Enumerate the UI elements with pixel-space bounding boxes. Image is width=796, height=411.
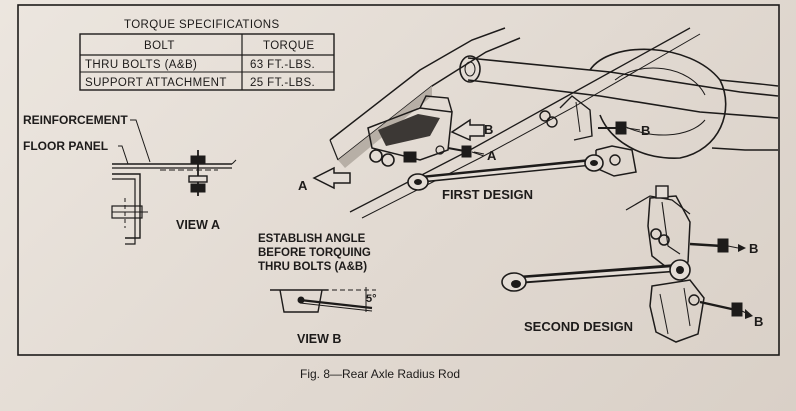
torque-table-title: TORQUE SPECIFICATIONS [124,19,280,31]
view-a-label: VIEW A [176,218,220,232]
second-design-label: SECOND DESIGN [524,319,633,334]
arrow-b-lower-icon [745,309,753,319]
callout-a-arrow: A [298,178,308,193]
row-1-bolt: THRU BOLTS (A&B) [85,59,197,71]
radius-rod-second-design [501,259,691,292]
figure-border [17,4,780,356]
first-design-label: FIRST DESIGN [442,187,533,202]
view-b-instruction-line-2: BEFORE TORQUING [258,247,371,259]
first-design-callouts: A B A B FIRST DESIGN [298,118,650,202]
callout-b-second-upper: B [749,241,758,256]
figure-caption: Fig. 8—Rear Axle Radius Rod [300,367,460,381]
callout-b-second-lower: B [754,314,763,329]
view-a-illustration: REINFORCEMENT FLOOR PANEL VIEW A [23,113,237,245]
header-torque: TORQUE [263,40,314,52]
view-b-angle: 5° [366,293,377,305]
row-2-bolt: SUPPORT ATTACHMENT [85,77,227,89]
floor-panel-label: FLOOR PANEL [23,139,108,153]
front-bracket-first-design [367,95,485,167]
callout-a-bolt: A [487,148,497,163]
reinforcement-label: REINFORCEMENT [23,113,128,127]
row-2-torque: 25 FT.-LBS. [250,77,315,89]
view-b-instruction-line-3: THRU BOLTS (A&B) [258,261,367,273]
callout-b-bracket: B [484,122,493,137]
torque-table: TORQUE SPECIFICATIONS BOLT TORQUE THRU B… [79,19,335,91]
second-design-callouts: B B SECOND DESIGN [524,241,763,334]
arrow-b-icon [450,118,485,142]
header-bolt: BOLT [144,40,175,52]
row-1-torque: 63 FT.-LBS. [250,59,315,71]
arrow-b-upper-icon [738,244,746,252]
view-b-instruction-line-1: ESTABLISH ANGLE [258,233,366,245]
radius-rod-first-design [407,154,604,191]
callout-b-axle: B [641,123,650,138]
view-b-label: VIEW B [297,332,341,346]
second-design-assembly [625,185,743,343]
view-b-illustration: ESTABLISH ANGLE BEFORE TORQUING THRU BOL… [258,233,377,346]
arrow-a-icon [312,166,351,190]
